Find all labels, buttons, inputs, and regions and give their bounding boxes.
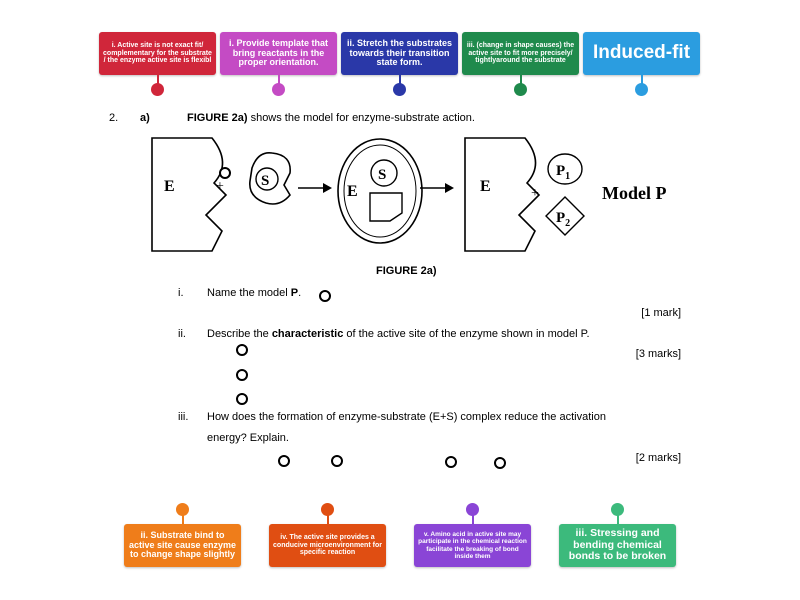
item-1-text: Name the model P. [207, 287, 301, 299]
top-tile-4-stem [520, 75, 522, 87]
top-tile-1-label: i. Active site is not exact fit/ complem… [103, 41, 212, 65]
bottom-tile-2-anchor [321, 503, 334, 516]
item-1-text-after: . [298, 287, 302, 299]
plus-1: + [216, 179, 224, 194]
arrow-1-head [323, 183, 332, 193]
complex-pocket [369, 192, 403, 222]
bottom-tile-1[interactable]: ii. Substrate bind to active site cause … [124, 524, 241, 567]
bottom-tile-1-stem [182, 512, 184, 524]
complex-inner [343, 144, 417, 238]
top-tile-3[interactable]: ii. Stretch the substrates towards their… [341, 32, 458, 75]
item-1-text-before: Name the model [207, 287, 291, 299]
top-tile-2-stem [278, 75, 280, 87]
top-tile-1-stem [157, 75, 159, 87]
top-tile-5-anchor [635, 83, 648, 96]
bottom-tile-2-label: iv. The active site provides a conducive… [273, 533, 382, 557]
top-tile-1[interactable]: i. Active site is not exact fit/ complem… [99, 32, 216, 75]
top-tile-5-stem [641, 75, 643, 87]
drop-target-3c[interactable] [445, 456, 457, 468]
substrate-label: S [261, 173, 269, 189]
top-tile-3-stem [399, 75, 401, 87]
bottom-tile-4[interactable]: iii. Stressing and bending chemical bond… [559, 524, 676, 567]
bottom-tile-4-stem [617, 512, 619, 524]
top-tile-5[interactable]: Induced-fit [583, 32, 700, 75]
item-2-number: ii. [178, 328, 186, 340]
bottom-tile-4-label: iii. Stressing and bending chemical bond… [568, 527, 667, 563]
item-2-text-after: of the active site of the enzyme shown i… [343, 328, 590, 340]
product-1-label: P1 [556, 163, 570, 182]
bottom-tile-1-label: ii. Substrate bind to active site cause … [128, 529, 237, 560]
bottom-tile-2-stem [327, 512, 329, 524]
top-tile-3-anchor [393, 83, 406, 96]
item-3-text: How does the formation of enzyme-substra… [207, 411, 606, 423]
bottom-tile-4-anchor [611, 503, 624, 516]
top-tile-4-anchor [514, 83, 527, 96]
model-label: Model P [602, 183, 667, 203]
item-3-number: iii. [178, 411, 189, 423]
top-tile-2-label: i. Provide template that bring reactants… [228, 37, 329, 68]
bottom-tile-3-anchor [466, 503, 479, 516]
question-number: 2. [109, 112, 119, 124]
item-1-bold: P [290, 287, 299, 299]
item-1-number: i. [178, 287, 184, 299]
complex-outline [337, 138, 423, 244]
top-tile-2[interactable]: i. Provide template that bring reactants… [220, 32, 337, 75]
question-part: a) [140, 112, 150, 124]
drop-target-3d[interactable] [494, 457, 506, 469]
top-tile-1-anchor [151, 83, 164, 96]
top-tile-5-label: Induced-fit [592, 42, 691, 64]
item-2-bold: characteristic [271, 328, 344, 340]
item-3-text-line2: energy? Explain. [207, 432, 289, 444]
drop-target-1[interactable] [319, 290, 331, 302]
bottom-tile-3-label: v. Amino acid in active site may partici… [418, 531, 527, 560]
item-2-text-before: Describe the [207, 328, 272, 340]
item-2-text: Describe the characteristic of the activ… [207, 328, 590, 340]
complex-substrate-circle [370, 159, 398, 187]
arrow-2-head [445, 183, 454, 193]
substrate-circle [255, 167, 279, 191]
enzyme-substrate-diagram: E + S E S E + P1 P2 Model P [151, 137, 667, 252]
drop-target-2c[interactable] [236, 393, 248, 405]
bottom-tile-3-stem [472, 512, 474, 524]
product-2-shape [545, 196, 585, 236]
enzyme-label-2: E [480, 178, 491, 195]
item-2-marks: [3 marks] [635, 348, 681, 360]
drop-target-3a[interactable] [278, 455, 290, 467]
drop-target-2b[interactable] [236, 369, 248, 381]
bottom-tile-3[interactable]: v. Amino acid in active site may partici… [414, 524, 531, 567]
drop-target-3b[interactable] [331, 455, 343, 467]
figure-caption: FIGURE 2a) [376, 265, 437, 277]
complex-enzyme-label: E [347, 183, 358, 200]
product-1-shape [547, 153, 583, 185]
plus-2: + [531, 186, 539, 201]
complex-substrate-label: S [378, 167, 386, 183]
item-3-marks: [2 marks] [635, 452, 681, 464]
enzyme-shape-2 [464, 137, 541, 252]
drop-target-diagram[interactable] [219, 167, 231, 179]
substrate-shape [249, 151, 291, 205]
drop-target-2a[interactable] [236, 344, 248, 356]
question-intro: FIGURE 2a) shows the model for enzyme-su… [187, 112, 475, 124]
top-tile-2-anchor [272, 83, 285, 96]
top-tile-3-label: ii. Stretch the substrates towards their… [346, 37, 453, 68]
item-1-marks: [1 mark] [641, 307, 681, 319]
product-2-label: P2 [556, 210, 570, 229]
top-tile-4[interactable]: iii. (change in shape causes) the active… [462, 32, 579, 75]
bottom-tile-1-anchor [176, 503, 189, 516]
bottom-tile-2[interactable]: iv. The active site provides a conducive… [269, 524, 386, 567]
intro-text: shows the model for enzyme-substrate act… [247, 112, 475, 124]
figure-ref: FIGURE 2a) [187, 112, 248, 124]
top-tile-4-label: iii. (change in shape causes) the active… [466, 41, 575, 65]
enzyme-label-1: E [164, 178, 175, 195]
